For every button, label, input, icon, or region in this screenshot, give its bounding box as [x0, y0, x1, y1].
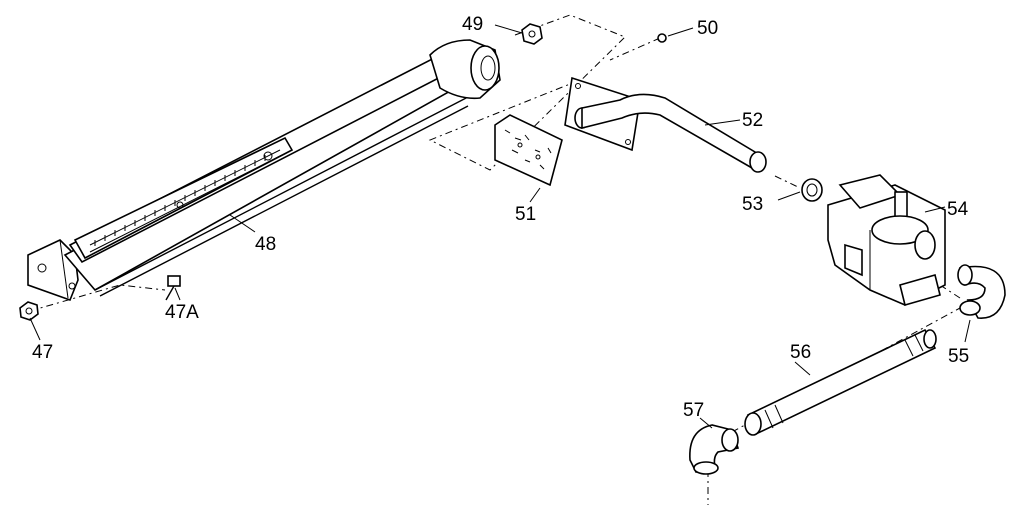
label-55: 55	[948, 346, 969, 367]
callout-labels: 47 47A 48 49 50 51 52 53 54 55 56 57	[32, 14, 969, 421]
label-50: 50	[697, 18, 718, 39]
label-48: 48	[255, 234, 276, 255]
label-51: 51	[515, 204, 536, 225]
label-54: 54	[947, 199, 969, 220]
manifold-pipe-52	[564, 76, 767, 173]
burner-tube-48	[27, 39, 501, 302]
label-53: 53	[742, 194, 763, 215]
pipe-nipple-56	[744, 328, 937, 436]
fitting-53	[801, 178, 823, 202]
label-47: 47	[32, 342, 53, 363]
nut-47	[19, 301, 39, 321]
screw-50	[657, 33, 667, 43]
screw-47a	[165, 275, 181, 301]
label-52: 52	[742, 110, 763, 131]
gasket-51	[494, 114, 563, 187]
label-49: 49	[462, 14, 483, 35]
orifice-49	[521, 23, 543, 45]
alignment-lines	[29, 14, 961, 505]
label-57: 57	[683, 400, 704, 421]
label-56: 56	[790, 342, 811, 363]
gas-valve-54	[827, 174, 946, 306]
label-47a: 47A	[165, 302, 199, 323]
elbow-55	[957, 264, 1006, 319]
leader-lines	[29, 24, 971, 429]
elbow-57	[689, 424, 740, 475]
